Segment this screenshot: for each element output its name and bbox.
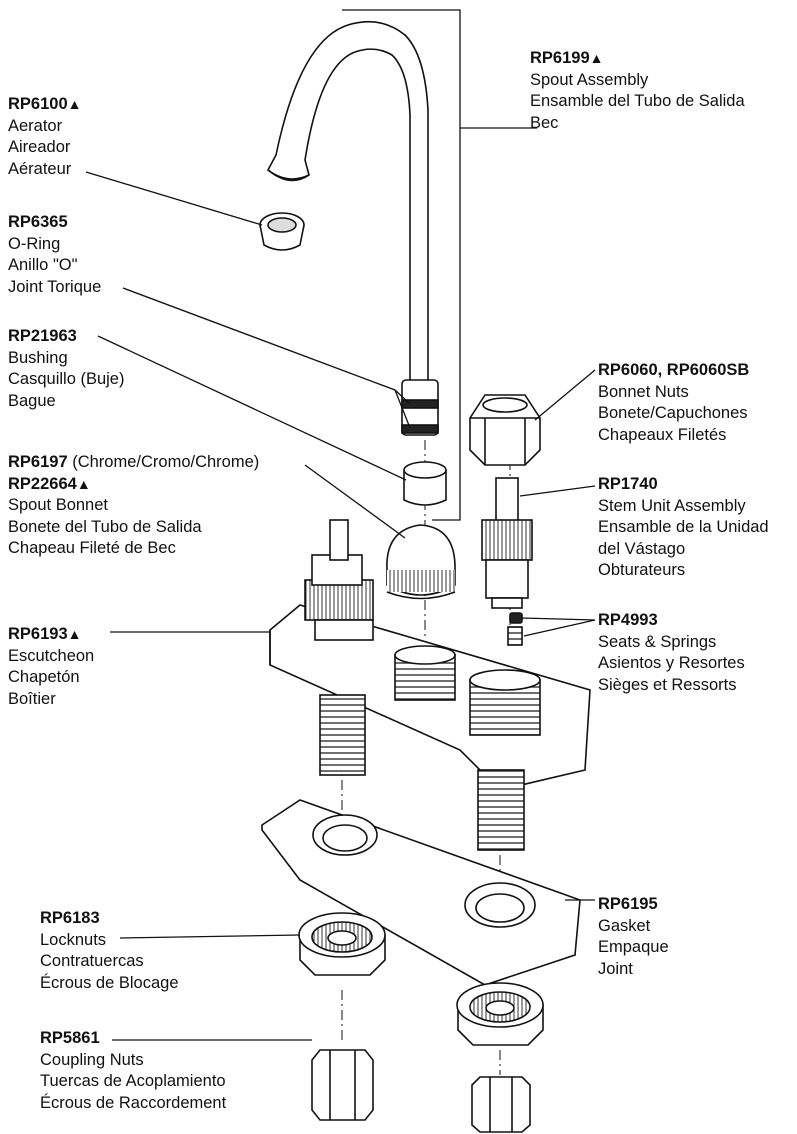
spout-base-ring <box>401 379 439 436</box>
seat-spring-icon <box>507 612 523 646</box>
label-gasket: RP6195 Gasket Empaque Joint <box>598 895 669 978</box>
part-number: RP5861 <box>40 1029 100 1047</box>
part-number: RP6183 <box>40 909 100 927</box>
label-o-ring: RP6365 O-Ring Anillo "O" Joint Torique <box>8 213 102 296</box>
right-shank-icon <box>477 769 525 851</box>
label-aerator: RP6100▲ Aerator Aireador Aérateur <box>8 95 82 178</box>
label-bonnet-nuts: RP6060, RP6060SB Bonnet Nuts Bonete/Capu… <box>598 361 750 444</box>
label-spout-assembly: RP6199▲ Spout Assembly Ensamble del Tubo… <box>530 49 745 132</box>
spout-bonnet-icon <box>386 524 456 600</box>
part-number-alt: RP22664 <box>8 474 77 493</box>
aerator-icon <box>259 212 305 251</box>
label-coupling-nuts: RP5861 Coupling Nuts Tuercas de Acoplami… <box>40 1029 227 1112</box>
bushing-icon <box>403 461 447 506</box>
locknut-right-icon <box>456 982 544 1046</box>
left-shank-icon <box>319 694 366 776</box>
label-locknuts: RP6183 Locknuts Contratuercas Écrous de … <box>40 909 179 992</box>
locknut-left-icon <box>298 912 386 976</box>
part-number: RP4993 <box>598 611 658 629</box>
gasket-icon <box>261 799 581 986</box>
part-number: RP6195 <box>598 895 658 913</box>
label-seats-springs: RP4993 Seats & Springs Asientos y Resort… <box>598 611 745 694</box>
left-stem-icon <box>304 519 374 641</box>
part-number: RP6199 <box>530 49 590 67</box>
label-stem-unit-assembly: RP1740 Stem Unit Assembly Ensamble de la… <box>598 475 769 579</box>
spout-tube <box>266 20 429 386</box>
coupling-nut-right-icon <box>471 1076 531 1133</box>
part-number: RP6193 <box>8 625 68 643</box>
part-number: RP6060, RP6060SB <box>598 361 750 379</box>
label-spout-bonnet: RP6197 (Chrome/Cromo/Chrome) RP22664▲ Sp… <box>8 453 260 557</box>
escutcheon-icon <box>269 604 591 791</box>
label-bushing: RP21963 Bushing Casquillo (Buje) Bague <box>8 327 125 410</box>
bonnet-nut-icon <box>469 394 541 466</box>
part-number: RP6197 <box>8 453 68 471</box>
label-escutcheon: RP6193▲ Escutcheon Chapetón Boîtier <box>8 625 95 708</box>
part-number: RP1740 <box>598 475 658 493</box>
part-number: RP6100 <box>8 95 68 113</box>
coupling-nut-left-icon <box>311 1049 374 1121</box>
stem-unit-icon <box>481 477 533 609</box>
part-number: RP6365 <box>8 213 68 231</box>
part-number: RP21963 <box>8 327 77 345</box>
leader-lines <box>85 9 596 1041</box>
